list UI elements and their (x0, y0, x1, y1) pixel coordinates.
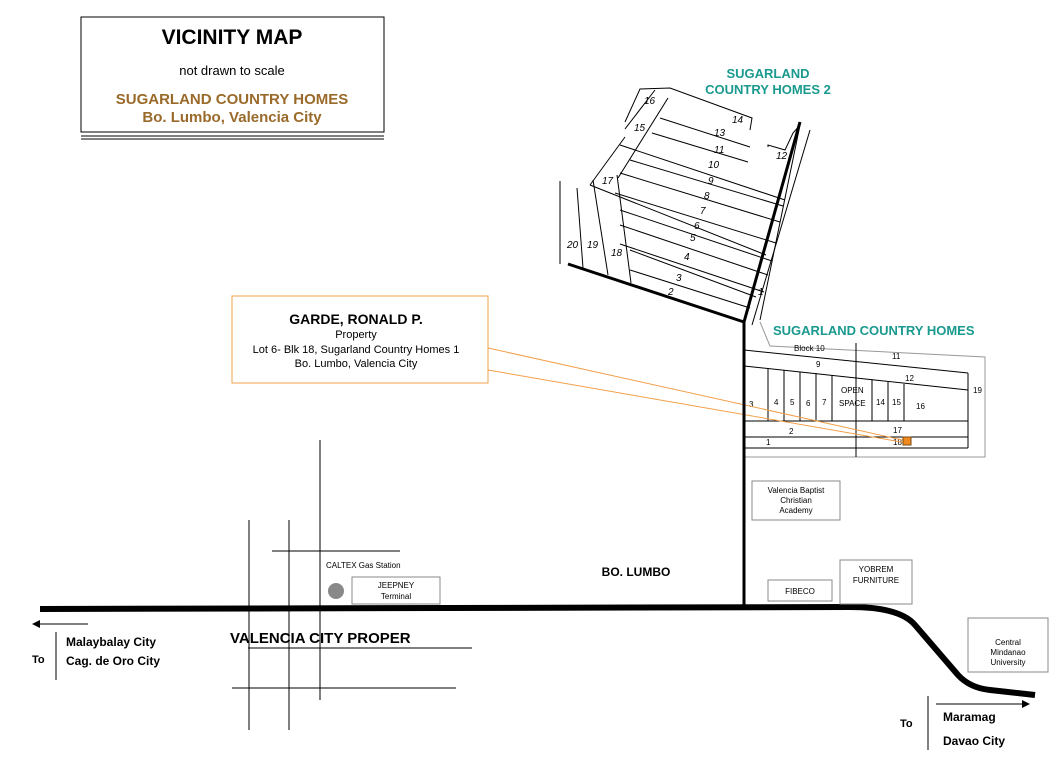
lot-label: 11 (892, 352, 901, 361)
landmark-text: Valencia Baptist (768, 486, 826, 495)
lot-label: 18 (611, 248, 623, 259)
lot-label: 11 (714, 145, 724, 156)
roads (39, 121, 1036, 730)
caltex-label: CALTEX Gas Station (326, 561, 401, 570)
landmark-jeepney: JEEPNEY Terminal (351, 576, 441, 605)
arrow-right-icon (1022, 700, 1030, 708)
map-title: VICINITY MAP (162, 26, 303, 49)
lot-label: 4 (684, 252, 690, 263)
landmark-text: Academy (779, 506, 812, 515)
landmark-text: Christian (780, 496, 812, 505)
project-location: Bo. Lumbo, Valencia City (142, 109, 322, 126)
lot-label: 16 (644, 96, 656, 107)
lot-label: 14 (876, 398, 885, 407)
sch1-lot-numbers: Block 10 11 9 12 19 3 4 5 6 7 OPEN SPACE… (749, 344, 982, 447)
landmark-text: Mindanao (990, 648, 1026, 657)
lot-label: 2 (667, 287, 674, 298)
arrow-left-icon (32, 620, 40, 628)
lot-label: 1 (766, 438, 771, 447)
lot-label: 17 (893, 426, 902, 435)
callout-line-3: Bo. Lumbo, Valencia City (295, 358, 418, 370)
scale-note: not drawn to scale (179, 63, 285, 78)
lot-label: 10 (708, 160, 720, 171)
landmark-cmu: Central Mindanao University (967, 617, 1049, 673)
landmark-text: Central (995, 638, 1021, 647)
landmark-yobrem: YOBREM FURNITURE (839, 559, 913, 605)
direction-to: To (32, 654, 45, 666)
lot-label: 5 (790, 398, 795, 407)
lot-label: 9 (816, 360, 821, 369)
project-name: SUGARLAND COUNTRY HOMES (116, 91, 349, 108)
property-callout: GARDE, RONALD P. Property Lot 6- Blk 18,… (231, 295, 912, 446)
city-proper-label: VALENCIA CITY PROPER (230, 630, 411, 647)
caltex-marker (328, 583, 344, 599)
lot-label: 14 (732, 115, 744, 126)
landmark-fibeco: FIBECO (767, 579, 833, 602)
landmark-text: University (990, 658, 1025, 667)
landmark-vbca: Valencia Baptist Christian Academy (751, 480, 841, 521)
direction-city: Malaybalay City (66, 635, 156, 649)
lot-label: 15 (892, 398, 901, 407)
sch2-label-2: COUNTRY HOMES 2 (705, 82, 831, 97)
direction-city: Davao City (943, 734, 1005, 748)
sch1-lots (743, 321, 986, 458)
block-label: Block 10 (794, 344, 825, 353)
direction-west: To Malaybalay City Cag. de Oro City (32, 620, 160, 680)
lot-label: 9 (708, 176, 714, 187)
lot-label: 7 (700, 206, 706, 217)
direction-to: To (900, 718, 913, 730)
lot-label: 15 (634, 123, 646, 134)
lot-label: 16 (916, 402, 925, 411)
owner-name: GARDE, RONALD P. (289, 311, 423, 327)
title-box: VICINITY MAP not drawn to scale SUGARLAN… (80, 16, 385, 140)
lot-label: 5 (690, 233, 696, 244)
lot-label: 19 (587, 240, 599, 251)
landmark-text: Terminal (381, 592, 411, 601)
lot-label: 6 (694, 221, 700, 232)
sch2-lot-numbers: 16 14 15 13 11 12 10 9 17 8 7 6 5 20 19 … (566, 96, 788, 298)
lot-label: 1 (758, 287, 764, 298)
lot-label: 4 (774, 398, 779, 407)
lot-label: 19 (973, 386, 982, 395)
open-space-label: SPACE (839, 399, 866, 408)
direction-city: Maramag (943, 710, 996, 724)
sch2-lots (559, 87, 811, 326)
callout-line-2: Lot 6- Blk 18, Sugarland Country Homes 1 (253, 344, 460, 356)
callout-line-1: Property (335, 329, 377, 341)
lot-label: 12 (776, 151, 788, 162)
lot-label: 12 (905, 374, 914, 383)
landmark-text: YOBREM (859, 565, 894, 574)
lot-label: 13 (714, 128, 726, 139)
sch1-label: SUGARLAND COUNTRY HOMES (773, 323, 975, 338)
lot-label: 18 (893, 438, 902, 447)
landmark-text: FURNITURE (853, 576, 899, 585)
bo-lumbo-label: BO. LUMBO (602, 565, 671, 579)
lot-label: 3 (676, 273, 682, 284)
direction-east: To Maramag Davao City (900, 696, 1030, 750)
lot-label: 2 (789, 427, 794, 436)
lot-label: 6 (806, 399, 811, 408)
lot-label: 20 (566, 240, 579, 251)
lot-label: 3 (749, 400, 754, 409)
landmark-text: FIBECO (785, 587, 815, 596)
direction-city: Cag. de Oro City (66, 654, 160, 668)
open-space-label: OPEN (841, 386, 864, 395)
landmark-text: JEEPNEY (378, 581, 415, 590)
sch2-label-1: SUGARLAND (726, 66, 809, 81)
lot-label: 17 (602, 176, 614, 187)
lot-label: 8 (704, 191, 710, 202)
property-marker (902, 436, 912, 446)
lot-label: 7 (822, 398, 827, 407)
